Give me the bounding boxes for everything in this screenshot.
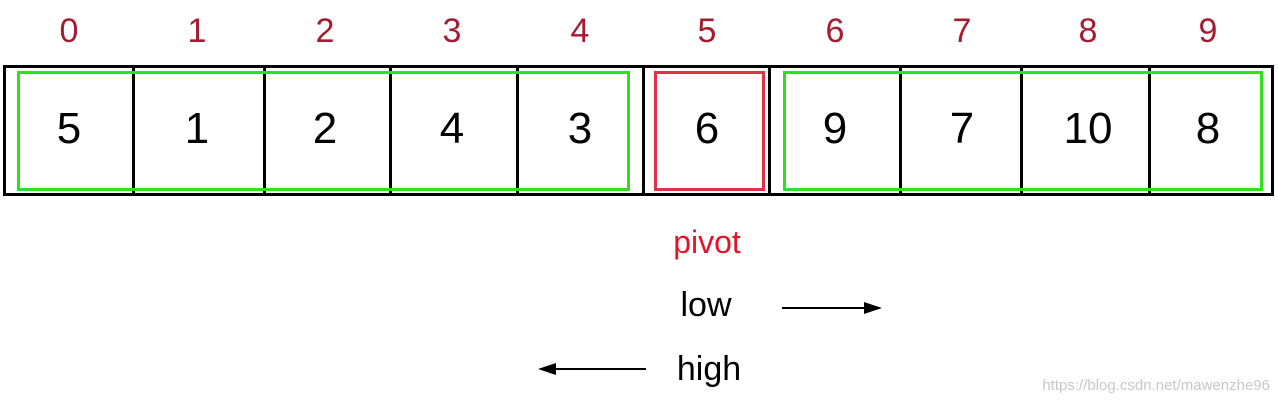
right-partition-box [783,71,1263,191]
index-label-6: 6 [825,12,845,50]
cell-divider [132,65,135,196]
cell-value-9: 8 [1195,104,1221,153]
left-partition-box [17,71,630,191]
cell-divider [1020,65,1023,196]
low-label: low [680,286,732,324]
cell-value-0: 5 [56,104,82,153]
index-label-3: 3 [442,12,462,50]
cell-value-7: 7 [949,104,975,153]
index-label-2: 2 [315,12,335,50]
array-frame [3,65,1274,196]
cell-divider [642,65,645,196]
cell-divider [1148,65,1151,196]
index-label-8: 8 [1078,12,1098,50]
pivot-box [654,71,765,191]
cell-divider [263,65,266,196]
cell-divider [516,65,519,196]
cell-value-2: 2 [312,104,338,153]
high-arrow-left-icon [538,363,646,375]
pivot-label: pivot [673,224,741,260]
cell-divider [768,65,771,196]
high-label: high [676,350,742,388]
watermark-text: https://blog.csdn.net/mawenzhe96 [1042,377,1270,394]
index-label-5: 5 [697,12,717,50]
cell-divider [389,65,392,196]
index-label-4: 4 [570,12,590,50]
index-label-1: 1 [187,12,207,50]
cell-value-1: 1 [184,104,210,153]
cell-value-8: 10 [1063,104,1113,153]
cell-value-5: 6 [694,104,720,153]
cell-value-3: 4 [439,104,465,153]
low-arrow-right-icon [782,302,882,314]
cell-value-6: 9 [822,104,848,153]
index-label-7: 7 [952,12,972,50]
cell-divider [899,65,902,196]
index-label-0: 0 [59,12,79,50]
cell-value-4: 3 [567,104,593,153]
index-label-9: 9 [1198,12,1218,50]
